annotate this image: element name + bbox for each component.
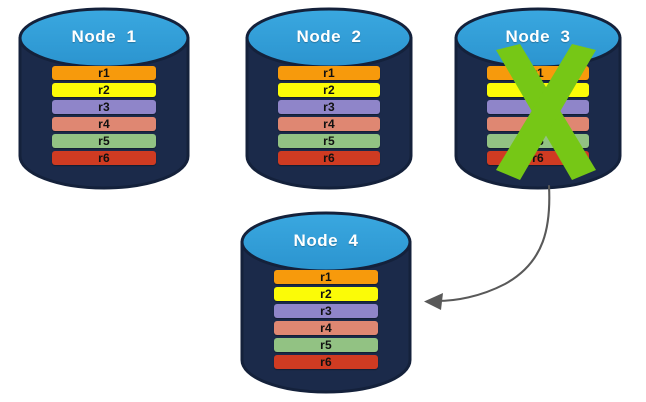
row-label: r1 [320, 270, 332, 284]
row-bar-r2[interactable]: r2 [487, 83, 589, 97]
node-rows-3: r1 r2 r3 r4 r5 r6 [454, 66, 622, 165]
row-bar-r3[interactable]: r3 [278, 100, 380, 114]
row-label: r2 [323, 83, 335, 97]
row-bar-r5[interactable]: r5 [278, 134, 380, 148]
row-bar-r4[interactable]: r4 [278, 117, 380, 131]
row-label: r3 [98, 100, 110, 114]
row-label: r3 [323, 100, 335, 114]
row-label: r6 [532, 151, 544, 165]
row-bar-r1[interactable]: r1 [274, 270, 378, 284]
row-bar-r1[interactable]: r1 [278, 66, 380, 80]
row-bar-r4[interactable]: r4 [52, 117, 156, 131]
row-label: r5 [532, 134, 544, 148]
node-cylinder-3[interactable]: Node 3 r1 r2 r3 r4 r5 r6 [454, 6, 622, 190]
row-label: r3 [320, 304, 332, 318]
row-label: r6 [320, 355, 332, 369]
row-bar-r3[interactable]: r3 [52, 100, 156, 114]
node-rows-1: r1 r2 r3 r4 r5 r6 [18, 66, 190, 165]
row-bar-r3[interactable]: r3 [487, 100, 589, 114]
row-label: r5 [98, 134, 110, 148]
row-label: r4 [98, 117, 110, 131]
row-label: r4 [323, 117, 335, 131]
node-cylinder-1[interactable]: Node 1 r1 r2 r3 r4 r5 r6 [18, 6, 190, 190]
row-bar-r6[interactable]: r6 [52, 151, 156, 165]
row-label: r2 [98, 83, 110, 97]
row-bar-r5[interactable]: r5 [52, 134, 156, 148]
row-bar-r3[interactable]: r3 [274, 304, 378, 318]
node-cylinder-4[interactable]: Node 4 r1 r2 r3 r4 r5 r6 [240, 210, 412, 394]
node-rows-4: r1 r2 r3 r4 r5 r6 [240, 270, 412, 369]
row-label: r6 [323, 151, 335, 165]
row-label: r6 [98, 151, 110, 165]
row-bar-r6[interactable]: r6 [274, 355, 378, 369]
row-bar-r2[interactable]: r2 [274, 287, 378, 301]
row-bar-r5[interactable]: r5 [274, 338, 378, 352]
row-label: r4 [532, 117, 544, 131]
row-label: r2 [532, 83, 544, 97]
row-label: r1 [323, 66, 335, 80]
row-label: r1 [532, 66, 544, 80]
node-rows-2: r1 r2 r3 r4 r5 r6 [245, 66, 413, 165]
row-bar-r1[interactable]: r1 [487, 66, 589, 80]
row-bar-r5[interactable]: r5 [487, 134, 589, 148]
row-label: r5 [320, 338, 332, 352]
row-bar-r1[interactable]: r1 [52, 66, 156, 80]
row-bar-r6[interactable]: r6 [487, 151, 589, 165]
row-label: r2 [320, 287, 332, 301]
row-label: r5 [323, 134, 335, 148]
row-bar-r4[interactable]: r4 [487, 117, 589, 131]
row-label: r1 [98, 66, 110, 80]
row-label: r3 [532, 100, 544, 114]
row-bar-r4[interactable]: r4 [274, 321, 378, 335]
row-bar-r6[interactable]: r6 [278, 151, 380, 165]
row-bar-r2[interactable]: r2 [278, 83, 380, 97]
row-label: r4 [320, 321, 332, 335]
row-bar-r2[interactable]: r2 [52, 83, 156, 97]
node-cylinder-2[interactable]: Node 2 r1 r2 r3 r4 r5 r6 [245, 6, 413, 190]
